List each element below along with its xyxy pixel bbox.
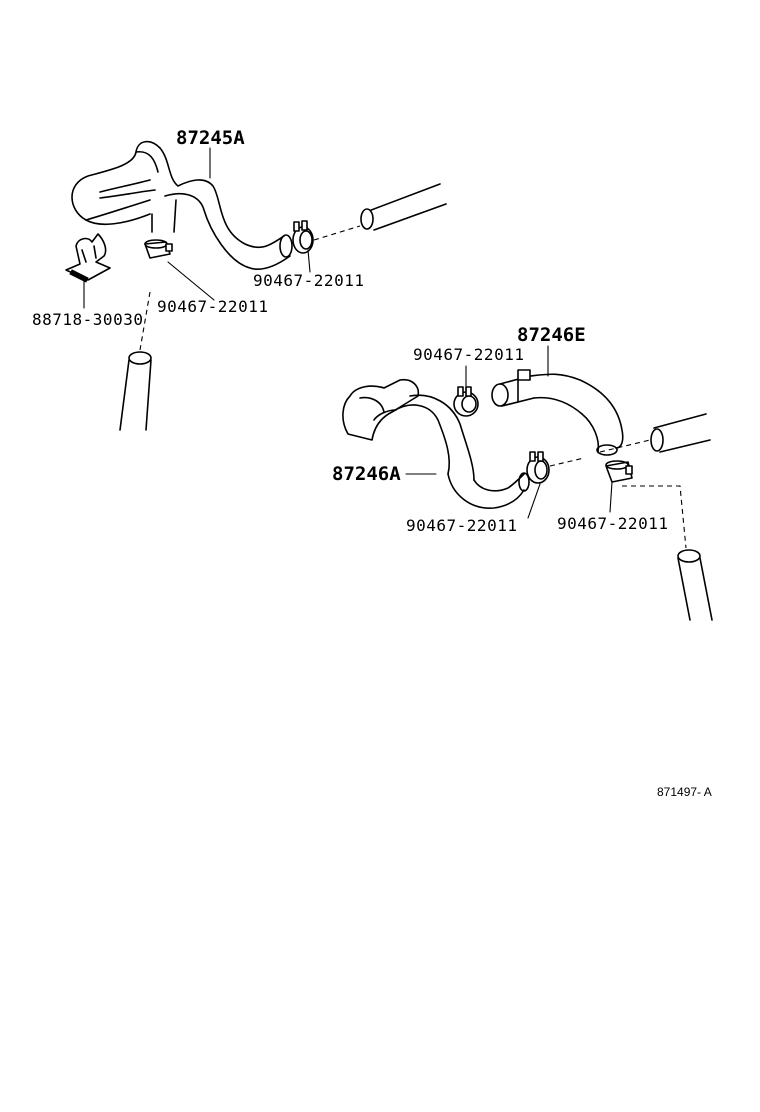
clamp-upper-right (292, 220, 314, 254)
pipe-lower-right (599, 413, 711, 453)
pipe-upper-right (360, 183, 447, 231)
label-clamp-upper-left: 90467-22011 (157, 297, 268, 316)
leader-dash-upper (313, 225, 361, 241)
hose-87246a (342, 378, 530, 509)
label-87246e: 87246E (517, 324, 586, 346)
reference-code: 871497- A (657, 785, 712, 799)
hose-87246e (491, 369, 624, 456)
label-clip-88718: 88718-30030 (32, 310, 143, 329)
label-87246a: 87246A (332, 463, 401, 485)
label-clamp-lower-mid: 90467-22011 (406, 516, 517, 535)
leader-lines (83, 147, 613, 519)
clamp-lower-mid (526, 451, 550, 484)
hose-87245a (71, 140, 293, 271)
clip-88718 (65, 233, 111, 283)
label-clamp-upper-right: 90467-22011 (253, 271, 364, 290)
clamp-upper-left (144, 239, 173, 259)
label-87245a: 87245A (176, 127, 245, 149)
clamp-lower-right (605, 460, 633, 483)
leader-dash-mid (549, 457, 585, 467)
label-clamp-lower-right: 90467-22011 (557, 514, 668, 533)
pipe-vertical-lower (622, 485, 713, 621)
label-clamp-lower-top: 90467-22011 (413, 345, 524, 364)
pipe-vertical-left (119, 291, 152, 431)
clamp-lower-top (453, 386, 479, 417)
